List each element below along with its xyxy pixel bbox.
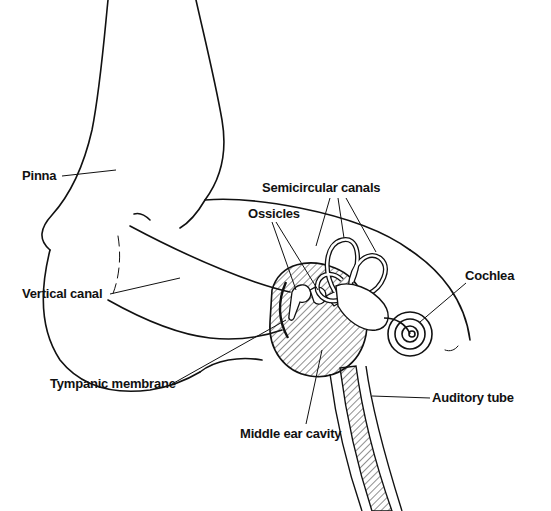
cochlea <box>384 312 432 356</box>
auditory-tube <box>366 366 402 511</box>
auditory-tube <box>330 374 362 511</box>
head-outline <box>43 250 200 391</box>
artist-mark <box>445 346 458 351</box>
ear-canal <box>112 236 120 296</box>
vestibule <box>336 284 388 330</box>
part-label: Ossicles <box>248 206 300 221</box>
part-label: Tympanic membrane <box>50 376 176 391</box>
ear-canal <box>130 226 290 292</box>
pinna-fold <box>134 213 150 220</box>
tympanic-membrane <box>280 282 288 338</box>
part-label: Auditory tube <box>432 390 514 405</box>
part-label: Pinna <box>22 168 56 183</box>
part-label: Semicircular canals <box>262 180 380 195</box>
head-outline <box>205 199 410 250</box>
auditory-tube <box>340 366 392 511</box>
ear-canal <box>108 300 282 339</box>
part-label: Middle ear cavity <box>240 426 341 441</box>
head-outline <box>200 359 262 373</box>
pinna-outline <box>180 0 224 228</box>
skull-outline <box>410 250 470 340</box>
pinna-outline <box>42 0 108 250</box>
part-label: Vertical canal <box>22 286 102 301</box>
part-label: Cochlea <box>465 268 514 283</box>
